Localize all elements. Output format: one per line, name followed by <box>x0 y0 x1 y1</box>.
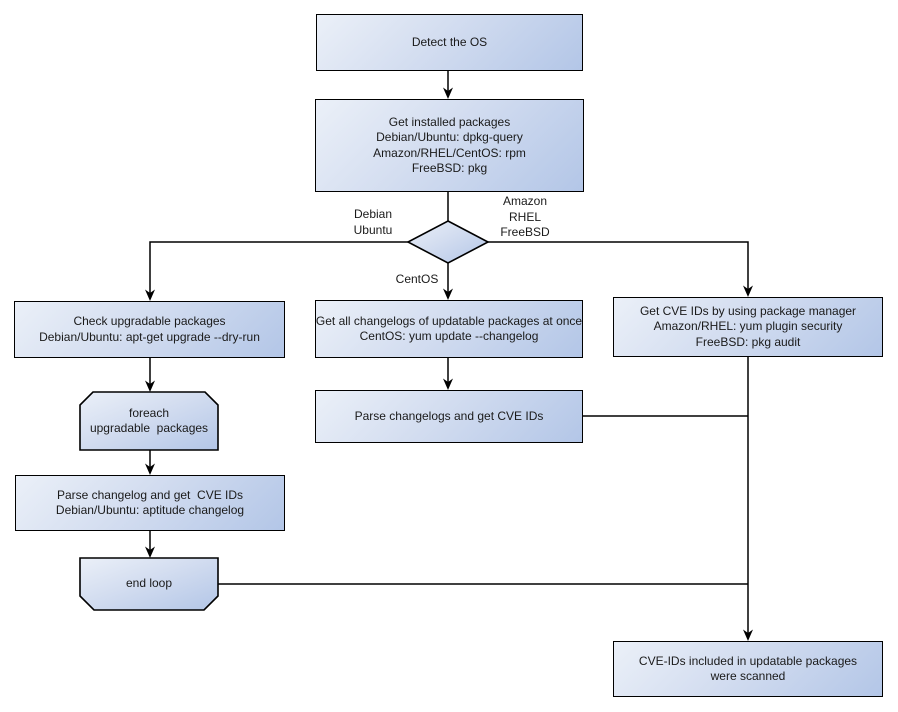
node-get-cve-ids-package-manager: Get CVE IDs by using package manager Ama… <box>613 297 883 357</box>
node-text-line: upgradable packages <box>89 421 209 435</box>
node-text-line: Parse changelog and get CVE IDs <box>56 487 244 502</box>
node-text-line: CentOS: yum update --changelog <box>359 329 539 343</box>
node-text-line: Amazon/RHEL: yum plugin security <box>653 319 843 334</box>
node-foreach-loop-start: foreach upgradable packages <box>80 392 218 450</box>
node-text-line: FreeBSD: pkg audit <box>695 334 801 349</box>
arrow-head <box>743 285 753 297</box>
node-result: CVE-IDs included in updatable packages w… <box>613 641 883 697</box>
end-loop-shape <box>79 557 219 611</box>
arrow-head <box>145 380 155 392</box>
edge-label-line: CentOS <box>395 272 439 286</box>
node-get-installed-packages: Get installed packages Debian/Ubuntu: dp… <box>315 99 584 192</box>
node-text-line: foreach <box>128 405 170 420</box>
node-text-line: Amazon/RHEL/CentOS: rpm <box>373 145 526 160</box>
os-decision-diamond <box>406 220 490 264</box>
node-detect-os: Detect the OS <box>316 14 583 71</box>
node-check-upgradable-packages: Check upgradable packages Debian/Ubuntu:… <box>14 301 285 358</box>
node-parse-changelog-left: Parse changelog and get CVE IDs Debian/U… <box>15 475 285 531</box>
node-text-line: FreeBSD: pkg <box>411 161 488 175</box>
node-text-line: Check upgradable packages <box>73 314 226 328</box>
node-text-line: Debian/Ubuntu: dpkg-query <box>376 130 523 144</box>
edge-label-line: Amazon <box>502 194 548 208</box>
arrow-head <box>145 463 155 475</box>
arrow-head <box>743 629 753 641</box>
edge-decision-to-check-upgradable <box>149 241 409 294</box>
edge-label-debian-ubuntu: Debian Ubuntu <box>338 207 408 238</box>
node-text-line: Get CVE IDs by using package manager <box>639 303 857 318</box>
edge-decision-to-get-cve <box>487 241 749 290</box>
edge-label-line: RHEL <box>508 209 541 224</box>
arrow-head <box>145 546 155 558</box>
edge-label-line: Ubuntu <box>353 222 393 237</box>
node-text-line: CVE-IDs included in updatable packages <box>638 653 858 668</box>
node-end-loop: end loop <box>80 558 218 610</box>
node-text-line: Debian/Ubuntu: apt-get upgrade --dry-run <box>39 329 260 344</box>
edge-label-line: FreeBSD <box>500 225 550 239</box>
node-text-line: Get installed packages <box>388 114 511 129</box>
node-text-line: Get all changelogs of updatable packages… <box>315 313 583 328</box>
edge-label-line: Debian <box>353 207 393 221</box>
arrow-head <box>443 87 453 99</box>
node-text-line: Detect the OS <box>411 34 488 49</box>
node-text-line: Parse changelogs and get CVE IDs <box>354 408 544 423</box>
node-get-all-changelogs: Get all changelogs of updatable packages… <box>315 300 583 358</box>
edge-label-amazon-rhel-freebsd: Amazon RHEL FreeBSD <box>494 194 556 241</box>
arrow-head <box>443 378 453 390</box>
foreach-loop-shape <box>79 391 219 451</box>
node-text-line: were scanned <box>710 669 786 683</box>
node-parse-changelogs-mid: Parse changelogs and get CVE IDs <box>315 390 583 443</box>
arrow-head <box>443 288 453 300</box>
edge-label-centos: CentOS <box>394 272 440 288</box>
node-text-line: Debian/Ubuntu: aptitude changelog <box>55 503 245 517</box>
node-text-line: end loop <box>125 576 173 591</box>
arrow-head <box>145 289 155 301</box>
